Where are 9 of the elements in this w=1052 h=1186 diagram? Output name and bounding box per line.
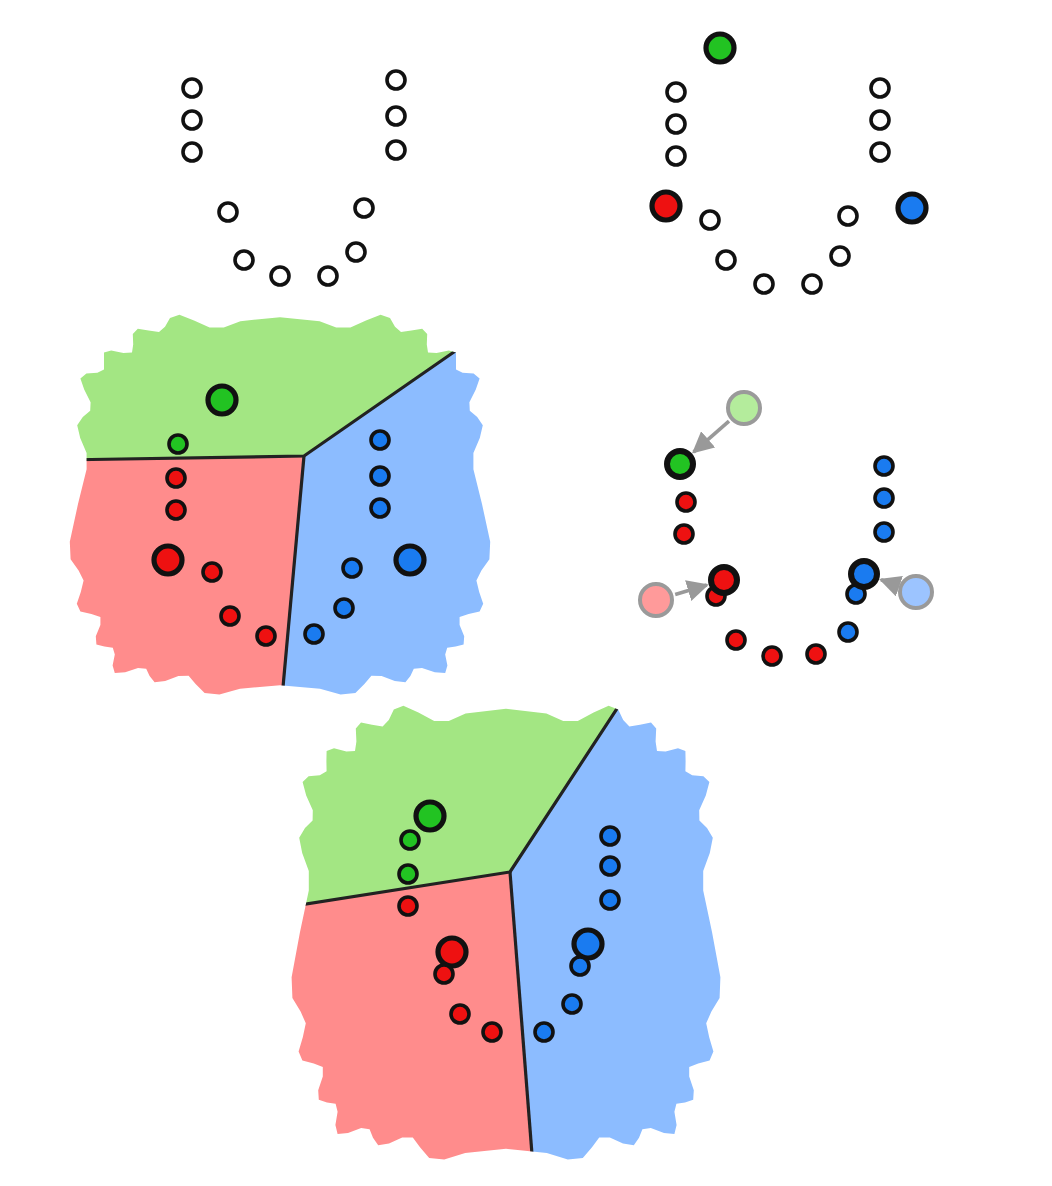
previous-centroid <box>726 390 762 426</box>
centroid-point <box>848 558 880 590</box>
previous-centroid <box>898 574 934 610</box>
centroid-point <box>664 448 696 480</box>
arrow <box>674 580 709 601</box>
centroid-point <box>708 564 740 596</box>
arrow <box>878 575 903 597</box>
arrow <box>692 419 731 454</box>
previous-centroid <box>638 582 674 618</box>
